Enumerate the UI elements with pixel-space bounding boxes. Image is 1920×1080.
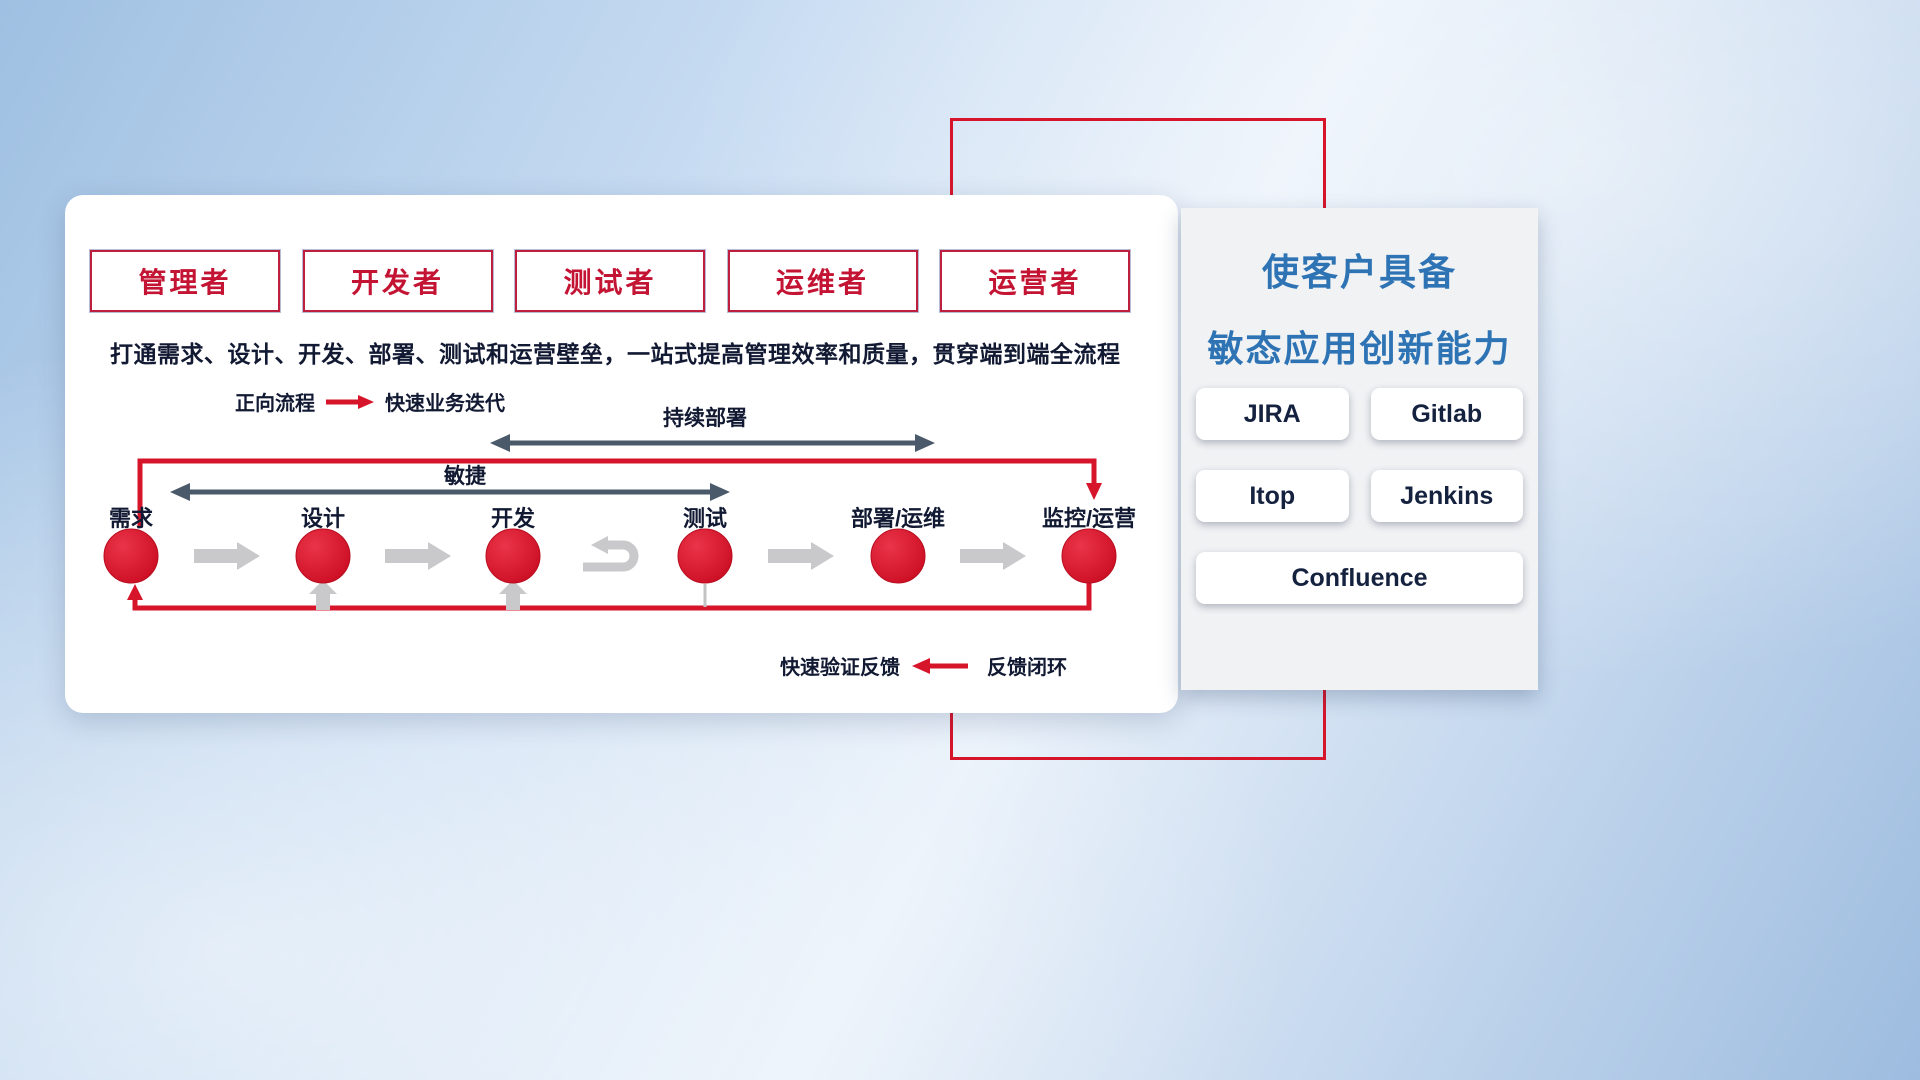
tool-chip-gitlab: Gitlab bbox=[1370, 388, 1523, 440]
stage-node bbox=[870, 528, 926, 584]
forward-legend-desc: 快速业务迭代 bbox=[385, 393, 505, 415]
forward-loop-line bbox=[137, 458, 1102, 528]
stage-label-test: 测试 bbox=[683, 506, 727, 531]
role-box-manager: 管理者 bbox=[90, 250, 280, 312]
feedback-label: 反馈闭环 bbox=[987, 655, 1067, 679]
tool-chip-jira: JIRA bbox=[1196, 388, 1349, 440]
continuous-deploy-label: 持续部署 bbox=[663, 406, 747, 430]
flow-arrow-icon bbox=[194, 542, 260, 570]
flow-arrow-icon bbox=[960, 542, 1026, 570]
role-box-row: 管理者 开发者 测试者 运维者 运营者 bbox=[90, 250, 1130, 312]
devops-flow-card: 管理者 开发者 测试者 运维者 运营者 打通需求、设计、开发、部署、测试和运营壁… bbox=[65, 195, 1178, 713]
stage-label-develop: 开发 bbox=[491, 506, 536, 531]
role-label: 测试者 bbox=[563, 267, 657, 298]
tool-grid: JIRA Gitlab Itop Jenkins Confluence bbox=[1196, 388, 1523, 604]
panel-title-line1: 使客户具备 bbox=[1262, 252, 1457, 293]
tool-chip-itop: Itop bbox=[1196, 470, 1349, 522]
role-box-developer: 开发者 bbox=[302, 250, 493, 312]
tool-chip-confluence: Confluence bbox=[1196, 552, 1523, 604]
stage-label-deploy-ops: 部署/运维 bbox=[851, 506, 945, 531]
up-arrow-icon bbox=[499, 580, 527, 610]
up-arrow-icon bbox=[309, 580, 337, 610]
flow-arrow-icon bbox=[385, 542, 451, 570]
stage-label-design: 设计 bbox=[301, 506, 345, 531]
capability-panel: 使客户具备 敏态应用创新能力 JIRA Gitlab Itop Jenkins … bbox=[1181, 208, 1538, 690]
role-box-tester: 测试者 bbox=[515, 250, 705, 312]
stage-label-requirement: 需求 bbox=[109, 506, 153, 531]
iteration-loop-icon bbox=[583, 536, 639, 572]
stage-circles bbox=[103, 528, 1117, 584]
forward-legend: 正向流程 快速业务迭代 bbox=[235, 387, 505, 416]
role-label: 运营者 bbox=[988, 267, 1082, 298]
role-label: 运维者 bbox=[775, 267, 869, 298]
agile-label: 敏捷 bbox=[443, 464, 486, 488]
stage-node bbox=[1061, 528, 1117, 584]
flow-diagram: 持续部署 敏捷 bbox=[103, 406, 1136, 679]
role-box-ops: 运维者 bbox=[727, 250, 918, 312]
feedback-desc: 快速验证反馈 bbox=[780, 655, 900, 679]
right-arrow-icon bbox=[326, 394, 374, 409]
flow-description: 打通需求、设计、开发、部署、测试和运营壁垒，一站式提高管理效率和质量，贯穿端到端… bbox=[110, 341, 1121, 367]
stage-node bbox=[677, 528, 733, 584]
feedback-up-arrows bbox=[309, 580, 527, 610]
tool-chip-jenkins: Jenkins bbox=[1370, 470, 1523, 522]
stage-flow-arrows bbox=[194, 542, 1026, 570]
continuous-deploy-arrow bbox=[490, 434, 935, 452]
left-arrow-icon bbox=[912, 658, 968, 674]
stage-label-monitor-op: 监控/运营 bbox=[1042, 506, 1136, 531]
forward-legend-label: 正向流程 bbox=[235, 393, 315, 415]
stage-node bbox=[103, 528, 159, 584]
role-label: 管理者 bbox=[138, 267, 232, 298]
agile-arrow bbox=[170, 483, 730, 501]
flow-arrow-icon bbox=[768, 542, 834, 570]
panel-title-line2: 敏态应用创新能力 bbox=[1207, 328, 1512, 369]
role-label: 开发者 bbox=[350, 267, 444, 298]
stage-node bbox=[485, 528, 541, 584]
stage-node bbox=[295, 528, 351, 584]
feedback-loop-line bbox=[127, 583, 1092, 611]
role-box-operator: 运营者 bbox=[940, 250, 1130, 312]
